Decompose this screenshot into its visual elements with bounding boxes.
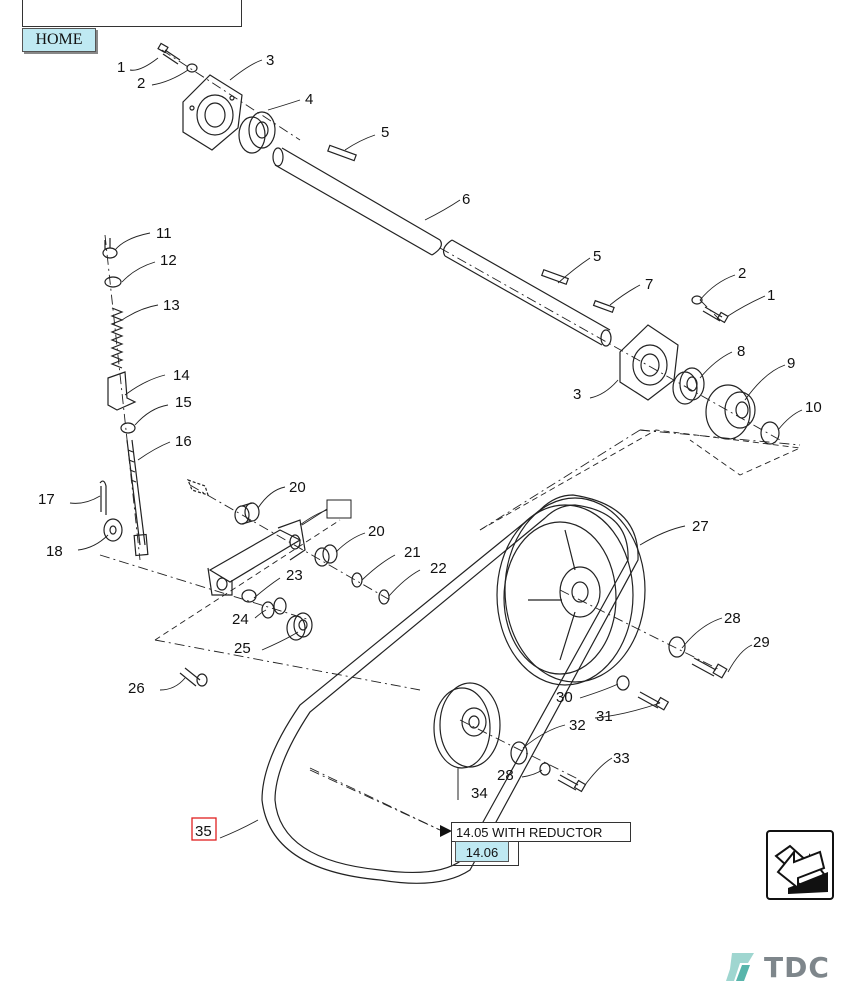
callout-c11: 11 xyxy=(156,225,172,242)
v-belt-part-35 xyxy=(261,494,639,884)
ring-part-22 xyxy=(378,589,390,605)
tdc-logo: TDC xyxy=(724,950,830,984)
washer-part-15 xyxy=(120,422,136,434)
callout-c5a: 5 xyxy=(381,124,389,141)
callout-c18: 18 xyxy=(46,543,63,560)
shaft-part-6-right xyxy=(442,239,612,347)
key-part-5-top xyxy=(327,144,357,162)
bolt-part-33 xyxy=(557,774,587,793)
callout-c25: 25 xyxy=(234,640,251,657)
callout-c13: 13 xyxy=(163,297,180,314)
callout-c15: 15 xyxy=(175,394,192,411)
callout-c34: 34 xyxy=(471,785,488,802)
callout-c31: 31 xyxy=(596,708,613,725)
callout-c12: 12 xyxy=(160,252,177,269)
callout-c29: 29 xyxy=(753,634,770,651)
callout-c14: 14 xyxy=(173,367,190,384)
hub-part-9 xyxy=(705,384,756,440)
bearing-part-25 xyxy=(286,612,313,641)
callout-c5b: 5 xyxy=(593,248,601,265)
callout-c3a: 3 xyxy=(266,52,274,69)
callout-c16: 16 xyxy=(175,433,192,450)
bushing-part-20-left xyxy=(234,502,260,525)
callout-c21: 21 xyxy=(404,544,421,561)
next-page-arrow-icon xyxy=(774,844,828,894)
callout-c35[interactable]: 35 xyxy=(195,823,212,840)
small-pulley-part-34 xyxy=(433,682,501,769)
reference-text-box: 14.05 WITH REDUCTOR xyxy=(451,822,631,842)
large-pulley-part-27 xyxy=(496,497,646,686)
bolt-part-1-top xyxy=(157,42,181,65)
bracket-part-14 xyxy=(107,371,137,411)
washer-part-28-upper xyxy=(668,636,686,658)
washer-part-18 xyxy=(103,518,123,542)
callout-c26: 26 xyxy=(128,680,145,697)
bushing-part-20-right xyxy=(314,544,338,567)
key-part-5-right xyxy=(540,268,570,286)
callout-c1b: 1 xyxy=(767,287,775,304)
callout-c22: 22 xyxy=(430,560,447,577)
pin-part-dashed xyxy=(186,478,209,496)
callout-c1a: 1 xyxy=(117,59,125,76)
washer-part-28-lower xyxy=(539,762,551,776)
washer-part-10 xyxy=(760,421,780,445)
callout-c2b: 2 xyxy=(738,265,746,282)
header-frame xyxy=(22,0,242,27)
callout-c28a: 28 xyxy=(724,610,741,627)
snap-ring-part-32 xyxy=(510,741,528,765)
flange-bearing-part-3-top xyxy=(182,74,243,151)
washer-part-23 xyxy=(241,589,257,603)
callout-c20a: 20 xyxy=(289,479,306,496)
callout-c23: 23 xyxy=(286,567,303,584)
bearing-part-4 xyxy=(238,111,276,154)
flange-bearing-part-3-right xyxy=(619,324,679,401)
callout-labels: 1234565721893101112131415161718201920212… xyxy=(38,52,822,840)
callout-c8: 8 xyxy=(737,343,745,360)
next-page-button[interactable] xyxy=(766,830,834,900)
callout-c28b: 28 xyxy=(497,767,514,784)
callout-c33: 33 xyxy=(613,750,630,767)
pin-part-26 xyxy=(179,667,208,687)
bolt-part-31 xyxy=(637,691,670,711)
bearing-part-8 xyxy=(672,367,705,405)
callout-c2a: 2 xyxy=(137,75,145,92)
washer-part-12 xyxy=(104,276,122,288)
washer-part-30 xyxy=(616,675,630,691)
callout-c6: 6 xyxy=(462,191,470,208)
callout-box-19 xyxy=(326,499,352,519)
rod-part-16 xyxy=(126,439,149,557)
washer-part-2-right xyxy=(691,295,703,305)
bushing-part-24 xyxy=(261,597,287,619)
callout-c32: 32 xyxy=(569,717,586,734)
reference-link-frame xyxy=(451,841,519,866)
callout-c10: 10 xyxy=(805,399,822,416)
bolt-part-1-right xyxy=(702,306,729,324)
callout-c17: 17 xyxy=(38,491,55,508)
key-part-7 xyxy=(592,299,615,314)
tdc-logo-icon xyxy=(726,953,754,981)
spring-part-13 xyxy=(110,307,124,369)
nut-part-11 xyxy=(102,238,118,259)
washer-part-2-top xyxy=(186,63,198,73)
callout-c20b: 20 xyxy=(368,523,385,540)
lever-arm-part-19 xyxy=(207,519,306,596)
callout-c24: 24 xyxy=(232,611,249,628)
home-button[interactable]: HOME xyxy=(22,28,96,52)
callout-c4: 4 xyxy=(305,91,313,108)
callout-c27: 27 xyxy=(692,518,709,535)
reference-page-link[interactable]: 14.06 xyxy=(455,841,509,862)
ring-part-21 xyxy=(351,572,363,588)
callout-c7: 7 xyxy=(645,276,653,293)
cotter-pin-part-17 xyxy=(99,480,107,515)
tdc-logo-text: TDC xyxy=(764,950,830,984)
shaft-part-6-left xyxy=(272,147,442,256)
bolt-part-29 xyxy=(691,657,728,679)
callout-c9: 9 xyxy=(787,355,795,372)
callout-highlight-35[interactable] xyxy=(191,817,217,841)
callout-c30: 30 xyxy=(556,689,573,706)
callout-c3b: 3 xyxy=(573,386,581,403)
